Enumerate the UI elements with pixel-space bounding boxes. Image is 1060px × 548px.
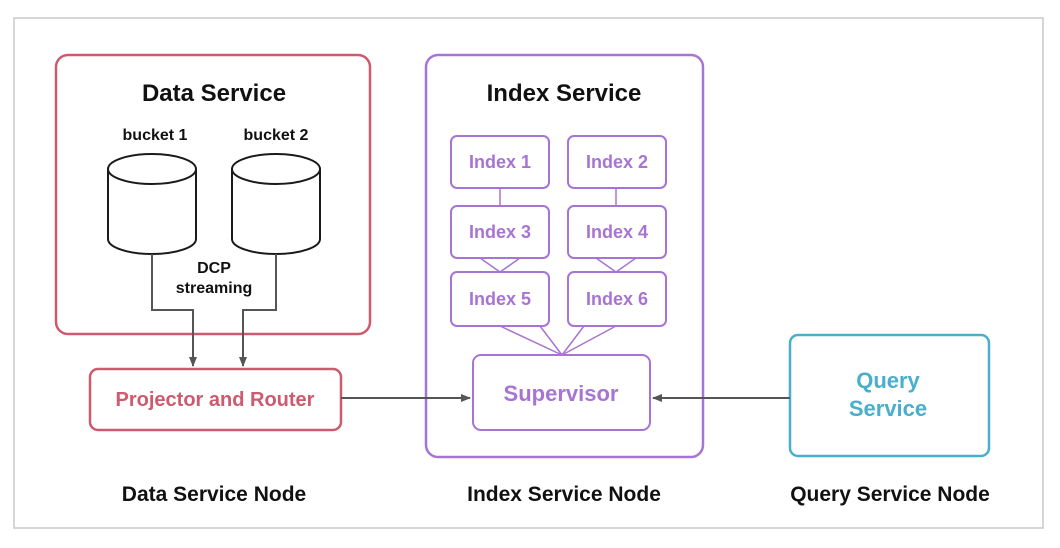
index-connectors: [479, 188, 637, 356]
index-2-label: Index 2: [586, 152, 648, 172]
query-service-label-line2: Service: [849, 396, 927, 421]
bucket-1-label: bucket 1: [123, 127, 188, 144]
supervisor-box: [472, 354, 651, 431]
dcp-stream-arrow-2: [239, 254, 277, 367]
index-4-label: Index 4: [586, 222, 648, 242]
data-service-title: Data Service: [142, 80, 286, 107]
projector-router-box: [88, 367, 343, 432]
bucket-1-database-icon: [107, 153, 197, 255]
index-1-label: Index 1: [469, 152, 531, 172]
index-4-box: [567, 205, 667, 259]
index-6-label: Index 6: [586, 289, 648, 309]
index-3-label: Index 3: [469, 222, 531, 242]
bucket-2-database-icon: [231, 153, 321, 255]
data-service-box: [54, 53, 372, 336]
index-service-node-label: Index Service Node: [467, 483, 661, 506]
index-3-box: [450, 205, 550, 259]
index-1-box: [450, 135, 550, 189]
index-5-box: [450, 271, 550, 327]
projector-router-label: Projector and Router: [116, 389, 315, 411]
supervisor-label: Supervisor: [504, 381, 619, 406]
dcp-label: DCP: [197, 260, 231, 277]
index-service-title: Index Service: [487, 80, 642, 107]
streaming-label: streaming: [176, 280, 252, 297]
query-service-label-line1: Query: [856, 368, 920, 393]
index-service-box: [424, 53, 705, 459]
query-service-node-label: Query Service Node: [790, 483, 990, 506]
query-service-box: [788, 333, 991, 458]
data-service-node-label: Data Service Node: [122, 483, 306, 506]
outer-frame: [13, 17, 1044, 529]
index-6-box: [567, 271, 667, 327]
index-2-box: [567, 135, 667, 189]
index-5-label: Index 5: [469, 289, 531, 309]
dcp-stream-arrow-1: [151, 254, 197, 367]
bucket-2-label: bucket 2: [244, 127, 309, 144]
